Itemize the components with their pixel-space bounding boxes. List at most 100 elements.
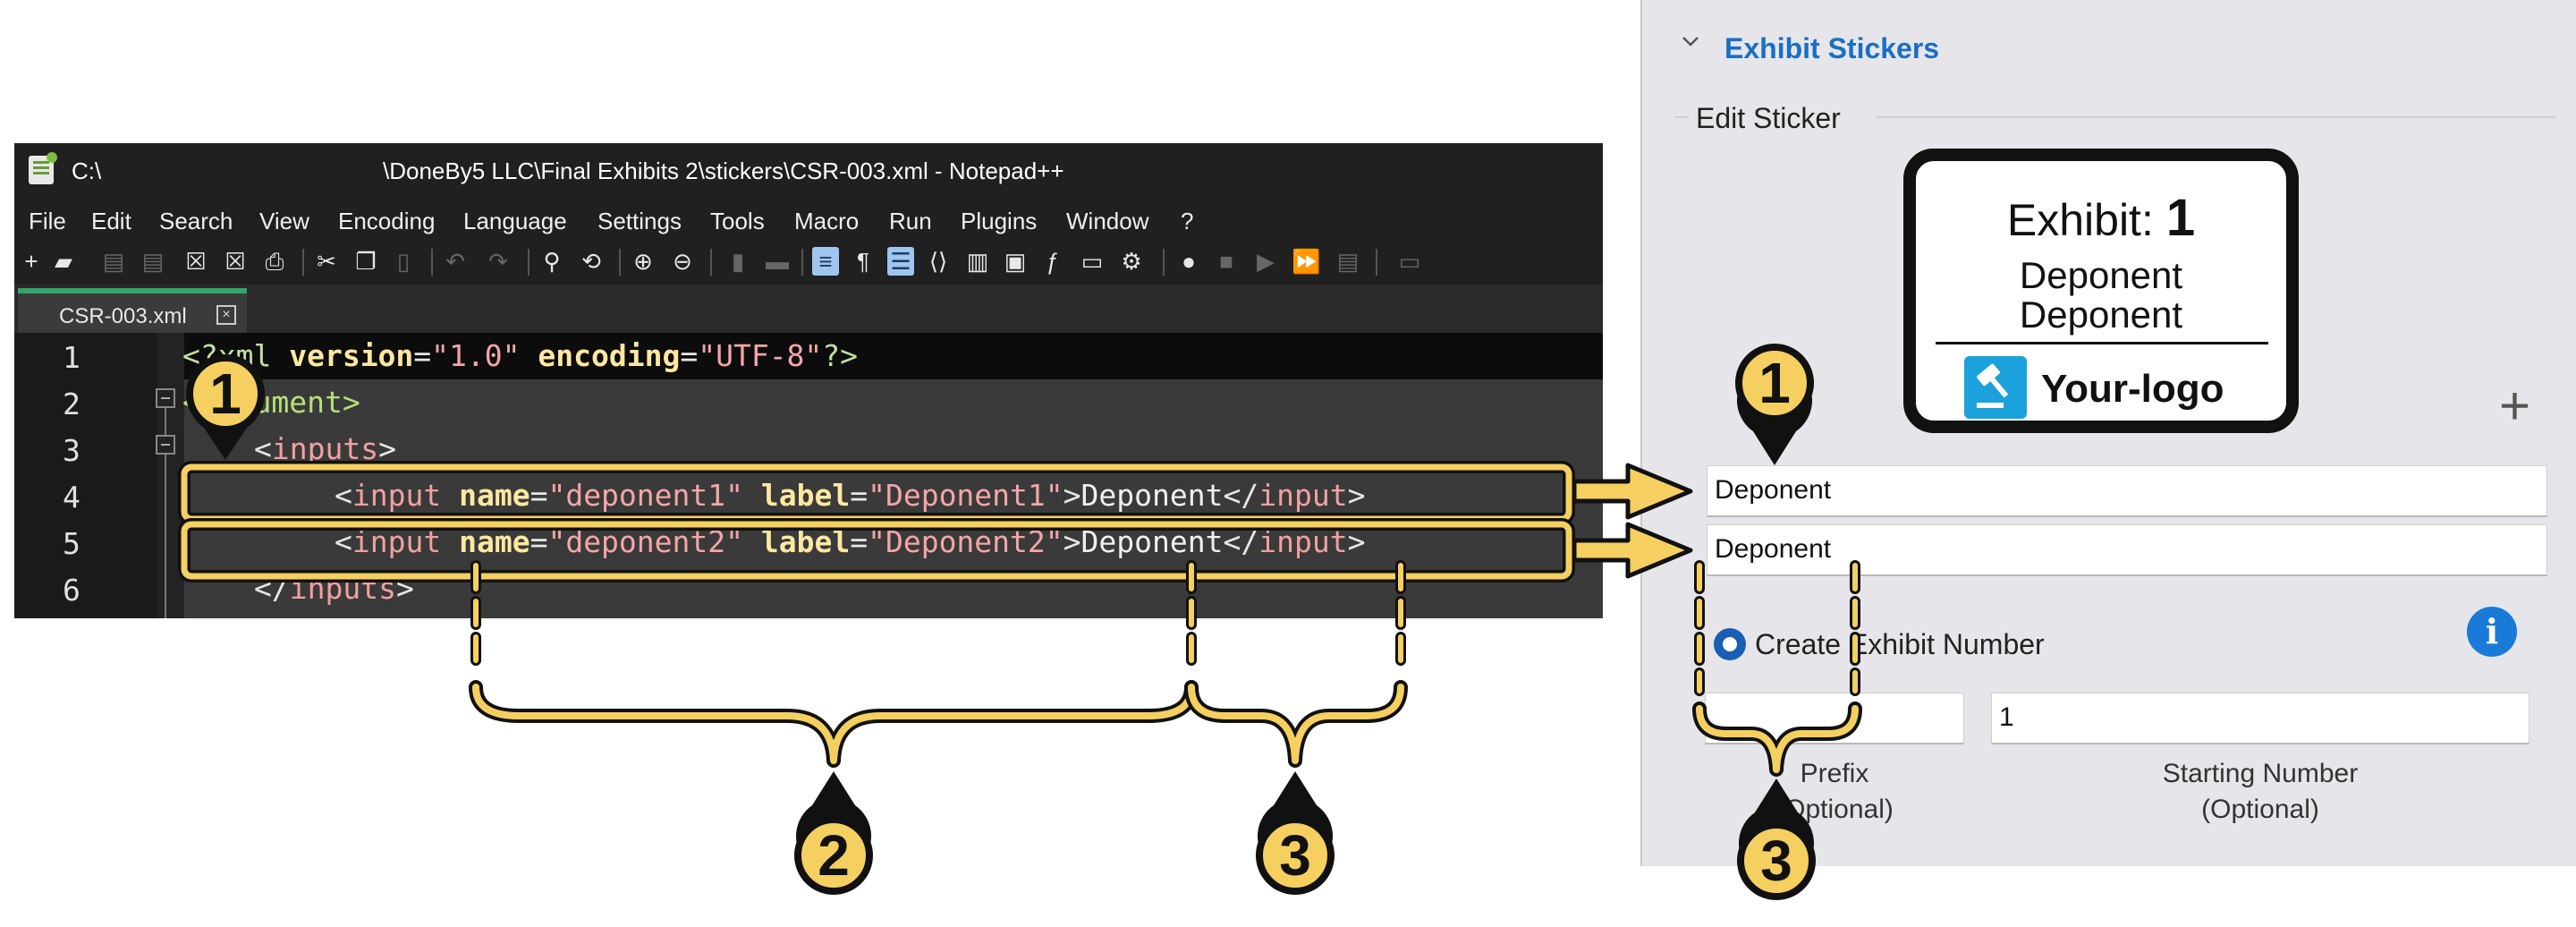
menu-help[interactable]: ? [1181, 208, 1194, 234]
gear-icon[interactable]: ⚙ [1121, 248, 1142, 275]
code-editor[interactable]: 1 2 3 4 5 6 <?xml version="1.0" encoding… [14, 333, 1603, 618]
menu-macro[interactable]: Macro [794, 208, 860, 234]
code-line-4: <input name="deponent1" label="Deponent1… [335, 478, 1366, 513]
map-icon[interactable]: ▥ [966, 248, 989, 275]
run-macro-multiple-icon[interactable]: ⏩ [1292, 248, 1321, 275]
cut-icon[interactable]: ✂ [317, 248, 336, 275]
new-file-icon[interactable]: + [24, 248, 38, 275]
prefix-caption-optional: (Optional) [1775, 795, 1894, 824]
menu-tools[interactable]: Tools [710, 208, 765, 234]
save-all-icon[interactable]: ▤ [141, 248, 165, 275]
code-line-3: <inputs> [254, 431, 396, 466]
tab-csr-003[interactable]: CSR-003.xml × [18, 288, 247, 333]
menu-settings[interactable]: Settings [597, 208, 682, 234]
menu-plugins[interactable]: Plugins [961, 208, 1038, 234]
indent-guide-icon[interactable]: ☰ [887, 247, 914, 276]
svg-text:3: 3 [1279, 823, 1311, 888]
tab-close-icon[interactable]: × [216, 305, 236, 325]
paste-icon[interactable]: ▯ [396, 248, 411, 275]
fold-line [165, 455, 166, 618]
toolbar-separator [710, 249, 712, 276]
starting-number-input[interactable]: 1 [1991, 693, 2529, 744]
tab-label: CSR-003.xml [59, 304, 187, 328]
window-title: \DoneBy5 LLC\Final Exhibits 2\stickers\C… [383, 157, 1064, 184]
folder-icon[interactable]: ▣ [1004, 248, 1027, 275]
function-list-icon[interactable]: ƒ [1046, 248, 1060, 275]
word-wrap-icon[interactable]: ≡ [812, 247, 839, 276]
record-macro-icon[interactable]: ● [1182, 248, 1196, 275]
zoom-in-icon[interactable]: ⊕ [633, 248, 653, 275]
monitor-icon[interactable]: ▭ [1080, 248, 1104, 275]
tab-bar: CSR-003.xml × [14, 285, 1603, 333]
toolbar-separator [302, 249, 304, 276]
close-all-icon[interactable]: ☒ [225, 248, 246, 275]
sticker-exhibit-label: Exhibit: [2006, 195, 2154, 245]
menu-encoding[interactable]: Encoding [338, 208, 436, 234]
undo-icon[interactable]: ↶ [445, 248, 465, 275]
section-title[interactable]: Exhibit Stickers [1724, 32, 1940, 64]
current-line-highlight [184, 333, 1603, 379]
sticker-line-1: Deponent [2019, 254, 2183, 296]
save-macro-icon[interactable]: ▤ [1336, 248, 1360, 275]
fold-margin [157, 333, 184, 618]
brace-2 [469, 680, 1199, 768]
toolbar-separator [431, 249, 433, 276]
play-macro-icon[interactable]: ▶ [1257, 248, 1275, 275]
menu-search[interactable]: Search [159, 208, 233, 234]
prefix-input[interactable] [1705, 693, 1964, 744]
spell-check-icon[interactable]: ▭ [1398, 248, 1421, 275]
show-all-chars-icon[interactable]: ¶ [857, 248, 869, 275]
menu-window[interactable]: Window [1066, 208, 1149, 234]
code-line-1: <?xml version="1.0" encoding="UTF-8"?> [182, 338, 859, 373]
deponent-field-2[interactable]: Deponent [1707, 524, 2547, 576]
sync-vertical-icon[interactable]: ▮ [731, 248, 745, 275]
stop-macro-icon[interactable]: ■ [1219, 248, 1233, 275]
sync-horizontal-icon[interactable]: ▬ [766, 248, 789, 275]
find-icon[interactable]: ⚲ [543, 248, 561, 275]
zoom-out-icon[interactable]: ⊖ [673, 248, 692, 275]
sticker-exhibit-line: Exhibit:1 [1916, 188, 2286, 248]
toolbar: + ▰ ▤ ▤ ☒ ☒ ⎙ ✂ ❐ ▯ ↶ ↷ ⚲ ⟲ ⊕ ⊖ ▮ ▬ ≡ ¶ … [14, 240, 1603, 285]
fold-toggle-icon[interactable] [156, 435, 175, 455]
redo-icon[interactable]: ↷ [488, 248, 508, 275]
prefix-caption: Prefix [1800, 759, 1869, 788]
fold-toggle-icon[interactable] [156, 388, 175, 408]
line-number: 5 [63, 526, 80, 561]
sticker-exhibit-number: 1 [2165, 189, 2196, 247]
copy-icon[interactable]: ❐ [355, 248, 377, 275]
menu-view[interactable]: View [259, 208, 309, 234]
deponent-field-1[interactable]: Deponent [1707, 465, 2547, 517]
fold-line [165, 408, 166, 435]
menu-bar: File Edit Search View Encoding Language … [14, 200, 1603, 240]
line-number: 1 [63, 340, 80, 375]
replace-icon[interactable]: ⟲ [581, 248, 601, 275]
add-icon[interactable]: + [2499, 376, 2531, 436]
title-path-start: C:\ [72, 157, 102, 184]
badge-3-middle: 3 [1256, 771, 1335, 895]
chevron-down-icon[interactable] [1682, 32, 1699, 50]
save-icon[interactable]: ▤ [102, 248, 125, 275]
create-exhibit-number-radio[interactable] [1714, 628, 1746, 660]
menu-language[interactable]: Language [463, 208, 567, 234]
menu-edit[interactable]: Edit [91, 208, 131, 234]
menu-run[interactable]: Run [889, 208, 932, 234]
starting-number-caption: Starting Number [2162, 759, 2359, 788]
print-icon[interactable]: ⎙ [265, 248, 284, 275]
line-number: 4 [63, 480, 80, 515]
code-line-6: </inputs> [254, 571, 414, 606]
code-line-5: <input name="deponent2" label="Deponent2… [335, 524, 1366, 559]
menu-file[interactable]: File [29, 208, 66, 234]
line-number-gutter [14, 333, 157, 618]
radio-label[interactable]: Create Exhibit Number [1755, 628, 2045, 660]
sticker-line-2: Deponent [2019, 293, 2183, 336]
info-icon[interactable]: i [2467, 607, 2517, 657]
code-view-icon[interactable]: ⟨⟩ [928, 248, 948, 275]
group-border [1674, 116, 1689, 118]
open-icon[interactable]: ▰ [55, 248, 72, 275]
line-number: 2 [63, 387, 80, 421]
notepadpp-window: C:\ \DoneBy5 LLC\Final Exhibits 2\sticke… [14, 143, 1603, 618]
close-icon[interactable]: ☒ [185, 248, 207, 275]
line-number: 3 [63, 433, 80, 468]
gavel-icon [1964, 356, 2027, 419]
sticker-logo-text: Your-logo [2041, 367, 2224, 411]
